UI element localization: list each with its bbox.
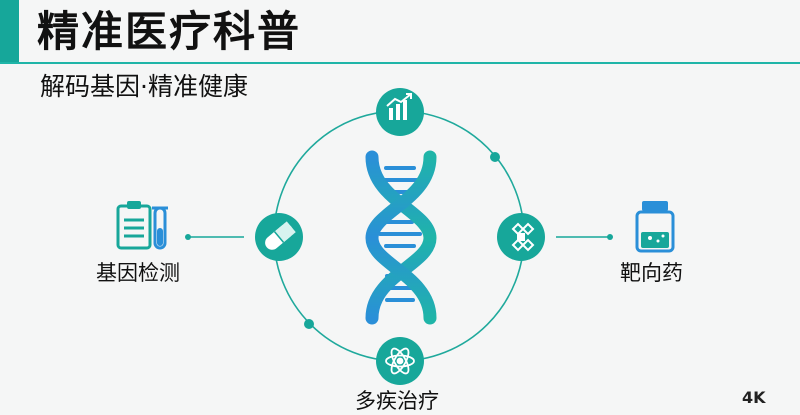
molecule-grid-icon	[511, 222, 535, 252]
title-divider	[0, 62, 800, 64]
molecule-grid-node	[497, 213, 545, 261]
atom-icon	[385, 347, 415, 375]
title-accent-bar	[0, 0, 19, 62]
gene-testing-label: 基因检测	[96, 261, 180, 285]
capsule-icon	[265, 221, 296, 250]
ring-dot	[490, 152, 500, 162]
treatment-label: 多疾治疗	[355, 389, 439, 413]
connector-dot	[607, 234, 613, 240]
connector-dot	[185, 234, 191, 240]
page-subtitle: 解码基因·精准健康	[40, 72, 248, 101]
ring-dot	[304, 319, 314, 329]
medicine-bottle-icon	[635, 201, 675, 253]
capsule-node	[255, 213, 303, 261]
precision-medicine-diagram	[116, 88, 675, 385]
growth-chart-node	[376, 88, 424, 136]
growth-chart-icon	[386, 93, 412, 120]
dna-helix-icon	[365, 150, 437, 325]
resolution-badge: 4K	[742, 388, 766, 407]
clipboard-test-tube-icon	[116, 201, 168, 250]
page-title: 精准医疗科普	[37, 7, 302, 56]
targeted-drug-label: 靶向药	[620, 261, 683, 285]
atom-node	[376, 337, 424, 385]
